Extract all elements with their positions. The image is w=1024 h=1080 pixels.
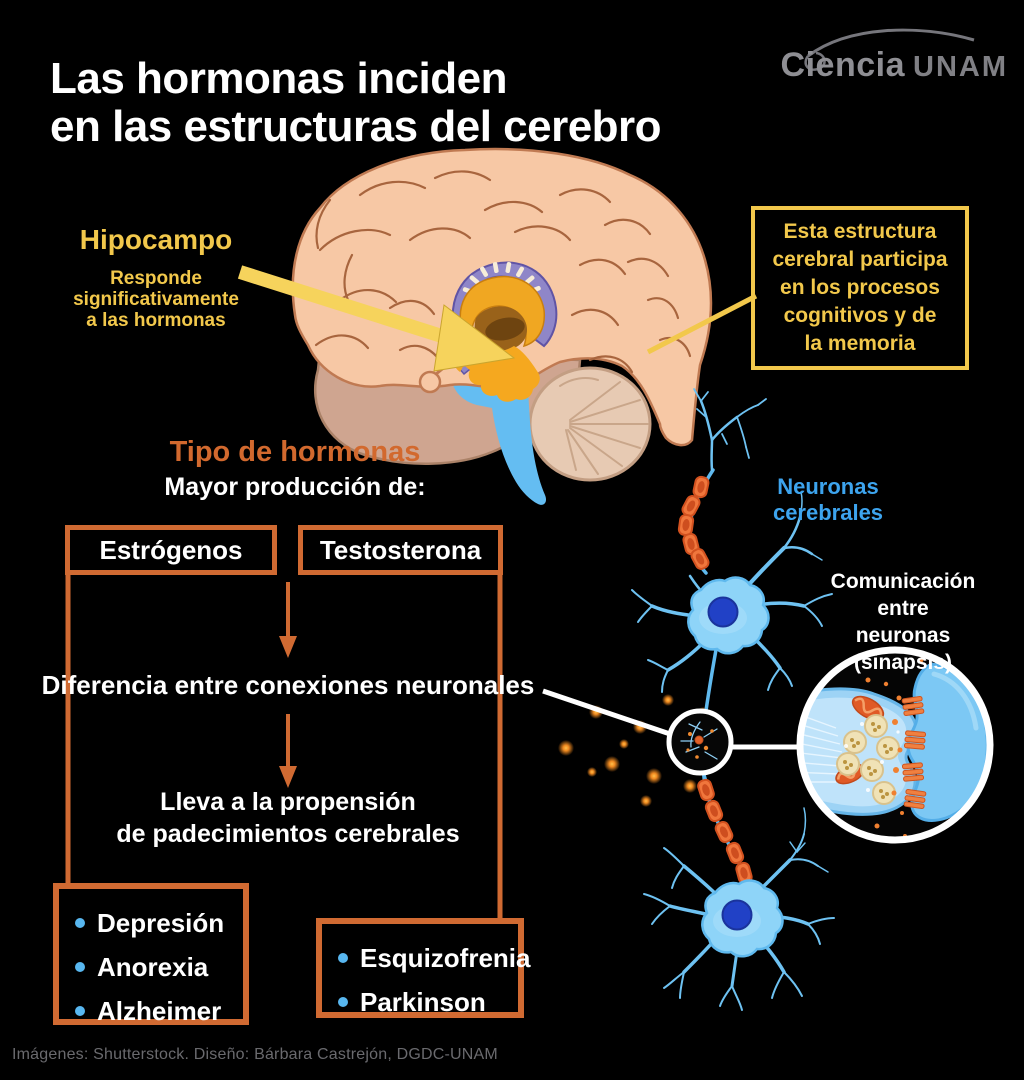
myelin-sheath-lower <box>697 778 753 885</box>
hormone-box-estrogenos: Estrógenos <box>65 525 277 575</box>
list-item: Anorexia <box>75 945 243 989</box>
nucleus-top <box>707 596 739 628</box>
hormones-subheading: Mayor producción de: <box>164 473 426 501</box>
flow-arrow-2 <box>279 714 297 788</box>
hippocampus-arrow <box>237 265 516 372</box>
bullet-icon <box>338 953 348 963</box>
logo-swoosh-icon <box>804 28 975 71</box>
hippocampus-description: Responde significativamente a las hormon… <box>73 268 239 331</box>
neurons-label: Neuronas cerebrales <box>772 474 884 525</box>
hippocampus-title: Hipocampo <box>79 224 233 255</box>
myelin-sheath-upper <box>677 475 710 570</box>
conditions-box-left: Depresión Anorexia Alzheimer <box>53 883 249 1026</box>
gyri-lines <box>314 170 692 374</box>
axon-terminal-tree <box>693 388 767 472</box>
bullet-icon <box>75 962 85 972</box>
neuron-top <box>631 388 833 878</box>
list-item: Alzheimer <box>75 989 243 1033</box>
conditions-box-right: Esquizofrenia Parkinson <box>316 918 530 1018</box>
microtubules <box>803 711 843 783</box>
receptors <box>901 695 927 810</box>
cleft-dots <box>865 657 924 837</box>
synapse-ring <box>796 646 994 844</box>
cerebellum <box>528 366 652 482</box>
callout-box: Esta estructura cerebral participa en lo… <box>751 206 969 370</box>
bullet-icon <box>75 1006 85 1016</box>
credits-text: Imágenes: Shutterstock. Diseño: Bárbara … <box>12 1046 498 1063</box>
hormones-heading-block: Tipo de hormonas Mayor producción de: <box>95 436 495 502</box>
page-title: Las hormonas inciden en las estructuras … <box>50 54 662 152</box>
condition-label: Parkinson <box>360 987 486 1017</box>
flow-step-2: Lleva a la propensión de padecimientos c… <box>116 788 460 848</box>
hormone-box-testosterona: Testosterona <box>298 525 503 575</box>
bullet-icon <box>338 997 348 1007</box>
list-item: Parkinson <box>338 980 518 1024</box>
condition-label: Alzheimer <box>97 996 222 1026</box>
condition-label: Depresión <box>97 908 225 938</box>
neuron-bottom <box>643 778 835 1011</box>
synapse-detail <box>796 646 994 844</box>
synapse-magnifier-circle <box>666 708 734 776</box>
synapse-caption: Comunicación entre neuronas (sinapsis) <box>830 570 976 674</box>
brain-illustration <box>291 147 713 505</box>
logo-unam-text: UNAM <box>913 51 1008 83</box>
hormones-heading: Tipo de hormonas <box>169 436 421 468</box>
bracket-lines <box>65 575 503 920</box>
hippocampus-label: Hipocampo Responde significativamente a … <box>38 224 274 331</box>
list-item: Depresión <box>75 901 243 945</box>
condition-label: Esquizofrenia <box>360 943 531 973</box>
bullet-icon <box>75 918 85 928</box>
magnifier-connectors <box>542 688 801 750</box>
list-item: Esquizofrenia <box>338 936 530 980</box>
nucleus-bottom <box>721 899 753 931</box>
flow-arrow-1 <box>279 582 297 658</box>
callout-line <box>646 293 758 355</box>
flow-step-1: Diferencia entre conexiones neuronales <box>41 670 535 700</box>
condition-label: Anorexia <box>97 952 209 982</box>
logo-ciencia-text: Ciencia <box>780 46 905 84</box>
